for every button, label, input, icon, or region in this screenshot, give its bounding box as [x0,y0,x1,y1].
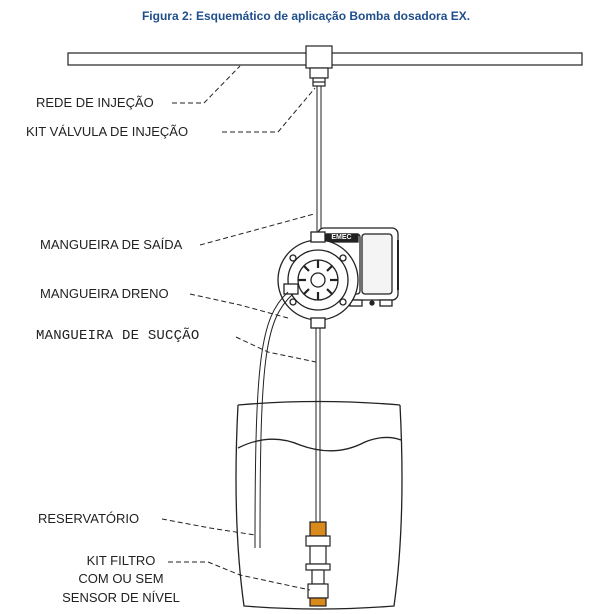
injection-pipe [67,45,583,87]
pump [277,227,399,329]
label-mangueira-succao: MANGUEIRA DE SUCÇÃO [36,328,200,344]
drain-hose [254,291,294,549]
label-rede-injecao: REDE DE INJEÇÃO [36,95,154,110]
label-mangueira-saida: MANGUEIRA DE SAÍDA [40,237,183,252]
pump-brand-logo: EMEC [331,234,352,241]
label-kit-filtro-line2: COM OU SEM [78,571,164,586]
filter-kit [305,521,331,607]
discharge-hose [316,86,322,232]
label-kit-filtro-line1: KIT FILTRO [86,553,156,568]
label-kit-filtro-line3: SENSOR DE NÍVEL [62,590,180,605]
leader-lines [161,65,317,591]
label-reservatorio: RESERVATÓRIO [38,511,140,526]
label-kit-valvula-injecao: KIT VÁLVULA DE INJEÇÃO [26,124,189,139]
figure-title: Figura 2: Esquemático de aplicação Bomba… [141,9,471,23]
reservoir [235,400,403,610]
label-mangueira-dreno: MANGUEIRA DRENO [40,286,169,301]
suction-hose [315,328,321,522]
